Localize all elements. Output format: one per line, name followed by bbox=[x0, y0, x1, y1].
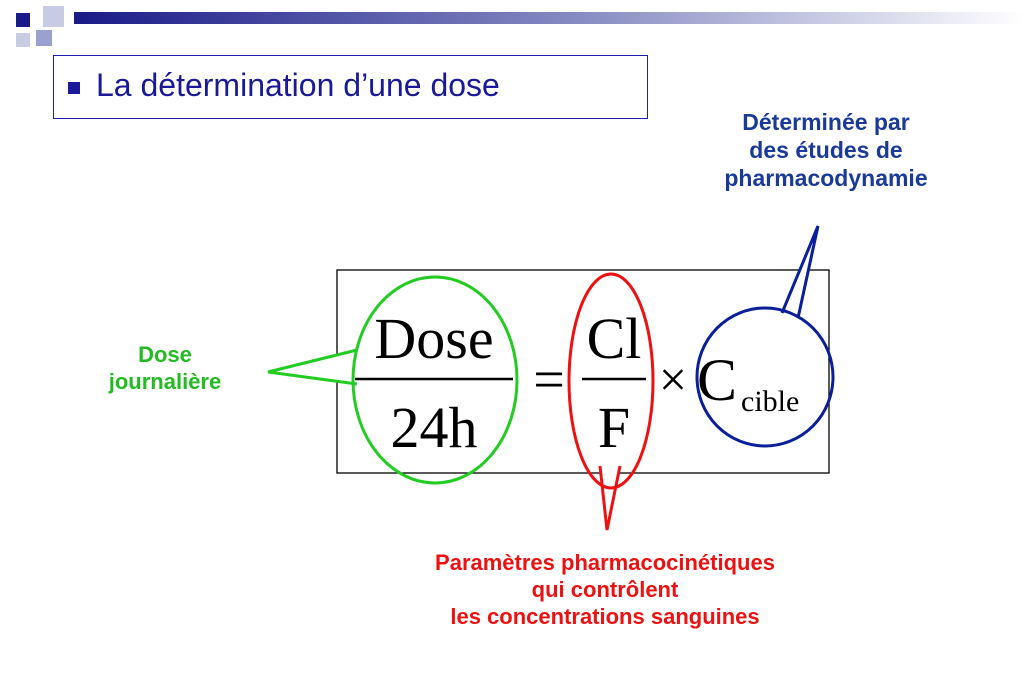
formula-numerator-cl: Cl bbox=[587, 306, 642, 371]
corner-square-mid bbox=[36, 30, 52, 46]
header-decoration bbox=[16, 6, 1023, 47]
title-box: La détermination d’une dose bbox=[53, 55, 648, 119]
pharmacokinetics-annotation: Paramètres pharmacocinétiques qui contrô… bbox=[340, 550, 870, 630]
annotation-line: Déterminée par bbox=[742, 109, 910, 135]
annotation-line: qui contrôlent bbox=[531, 576, 679, 602]
formula-equals: = bbox=[533, 349, 565, 411]
green-ellipse bbox=[351, 275, 519, 485]
daily-dose-annotation: Dose journalière bbox=[80, 342, 250, 396]
formula-times: × bbox=[659, 351, 687, 407]
blue-callout-pointer bbox=[780, 225, 820, 319]
formula-target-symbol: C bbox=[697, 347, 737, 413]
blue-ellipse bbox=[695, 306, 835, 448]
title-bullet bbox=[68, 82, 80, 94]
corner-square-light bbox=[43, 6, 64, 27]
header-gradient-band bbox=[74, 12, 1023, 24]
corner-square-light-2 bbox=[16, 33, 30, 47]
pharmacodynamics-annotation: Déterminée par des études de pharmacodyn… bbox=[690, 108, 962, 192]
formula-denominator-24h: 24h bbox=[391, 395, 478, 460]
annotation-line: pharmacodynamie bbox=[724, 165, 928, 192]
formula-numerator-dose: Dose bbox=[374, 306, 493, 371]
red-ellipse bbox=[567, 272, 655, 490]
annotation-line: Dose bbox=[138, 342, 192, 367]
annotation-line: des études de bbox=[749, 137, 903, 164]
annotation-line: Paramètres pharmacocinétiques bbox=[435, 550, 775, 575]
slide-title: La détermination d’une dose bbox=[96, 67, 500, 103]
corner-square-dark bbox=[16, 13, 30, 27]
formula-denominator-f: F bbox=[598, 395, 630, 460]
annotation-line: les concentrations sanguines bbox=[450, 603, 760, 629]
formula-target-subscript: cible bbox=[741, 385, 799, 418]
green-callout-pointer bbox=[267, 348, 358, 386]
red-callout-pointer bbox=[598, 465, 622, 531]
annotation-line: journalière bbox=[108, 368, 222, 394]
